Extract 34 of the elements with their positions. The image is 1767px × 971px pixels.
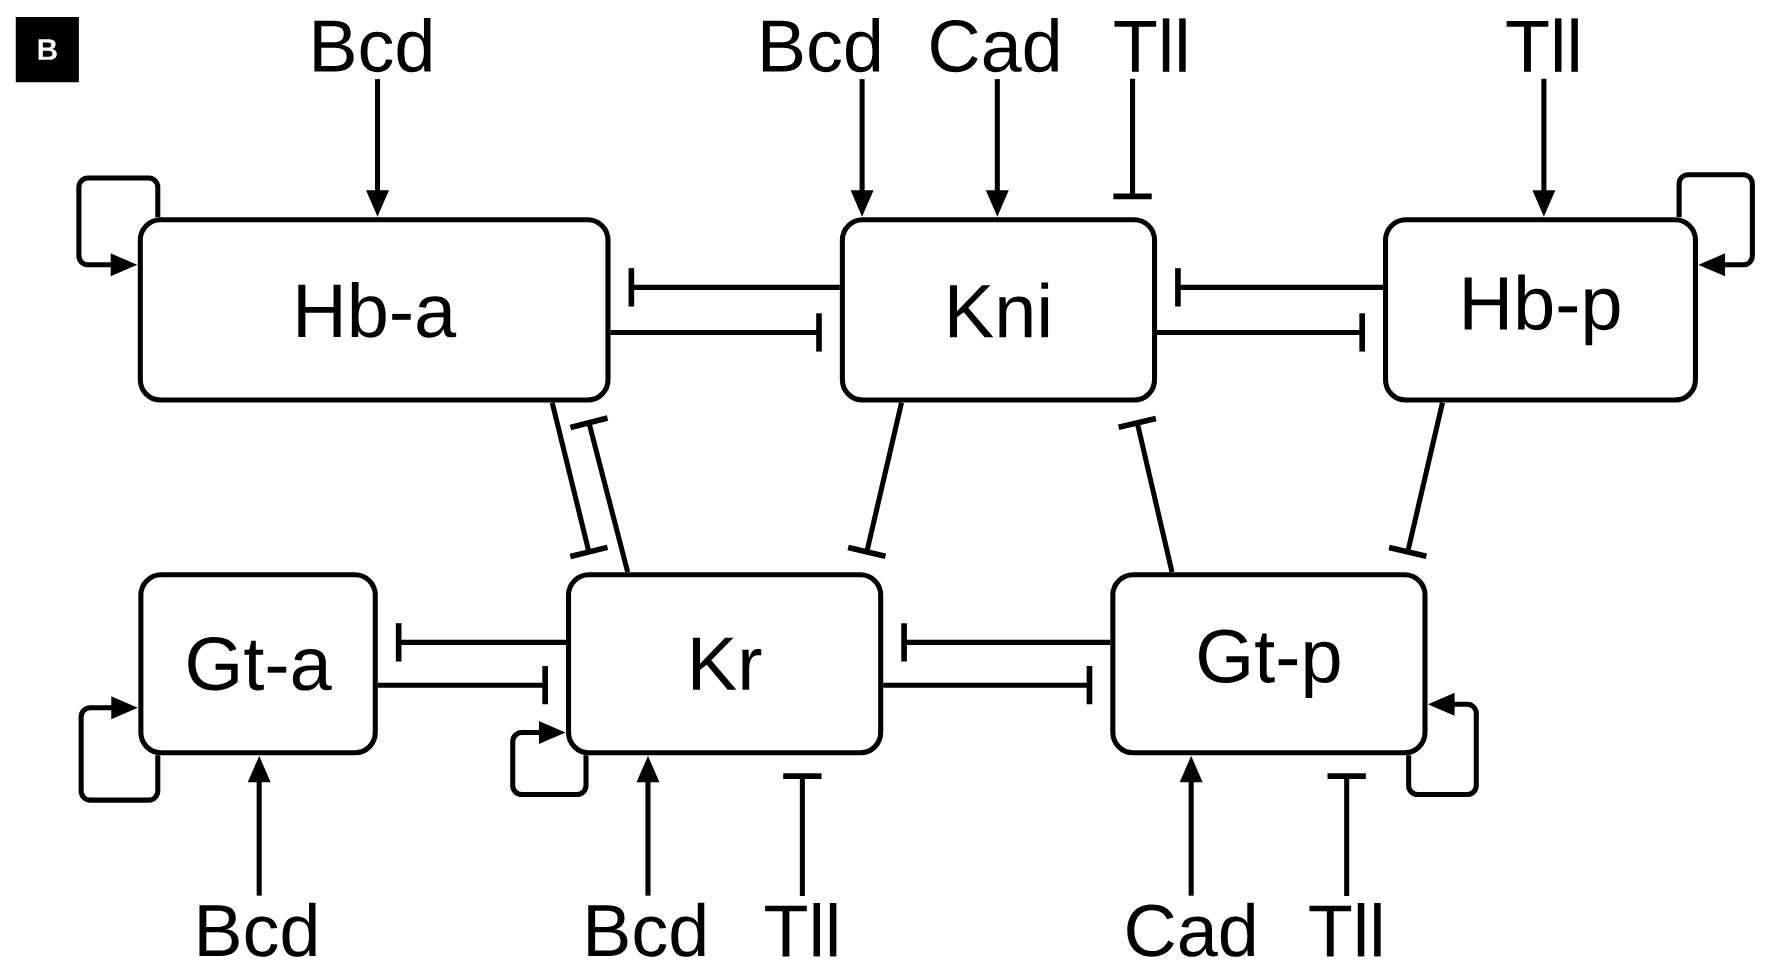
input-label: Bcd: [588, 902, 705, 957]
input-label: Bcd: [762, 17, 880, 72]
inhibition-line: [1157, 313, 1365, 352]
panel-label: B: [15, 16, 79, 83]
input-label: Bcd: [314, 17, 431, 72]
input-label: Bcd: [199, 902, 316, 957]
gene-box: Gt-p: [1110, 572, 1428, 756]
self-loop-arrow: [1676, 171, 1755, 277]
inhibition-line: [1175, 268, 1383, 307]
self-loop-arrow: [510, 720, 589, 797]
input-label: Cad: [1127, 902, 1254, 957]
inhibition-line: [901, 623, 1111, 662]
inhibition-line: [847, 401, 904, 559]
gene-box: Gt-a: [138, 572, 378, 756]
gene-box: Hb-p: [1383, 217, 1698, 403]
input-label: Tll: [1506, 18, 1578, 72]
inhibition-line: [1118, 415, 1175, 573]
inhibition-line: [628, 268, 840, 307]
inhibition-line: [783, 773, 822, 896]
input-label: Tll: [765, 902, 837, 957]
inhibition-line: [610, 313, 822, 352]
gene-box: Kr: [566, 572, 884, 756]
inhibition-line: [1327, 773, 1366, 896]
inhibition-line: [1113, 78, 1152, 199]
inhibition-line: [395, 623, 566, 662]
inhibition-line: [1388, 401, 1445, 559]
input-label: Cad: [931, 17, 1058, 72]
inhibition-line: [377, 665, 548, 705]
gene-box: Kni: [839, 217, 1158, 403]
self-loop-arrow: [78, 696, 161, 803]
input-label: Tll: [1309, 902, 1381, 957]
input-label: Tll: [1114, 18, 1186, 72]
inhibition-line: [883, 665, 1093, 705]
gene-box: Hb-a: [137, 217, 611, 403]
